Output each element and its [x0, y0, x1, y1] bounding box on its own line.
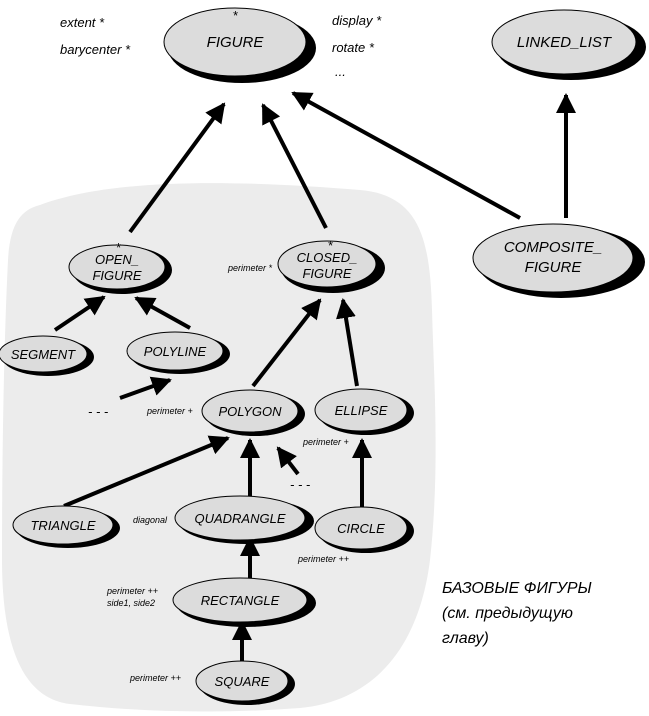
- cluster-caption-line3: главу): [442, 630, 489, 647]
- polyline-label: POLYLINE: [144, 344, 207, 359]
- ellipse-label: ELLIPSE: [335, 403, 388, 418]
- node-open-figure: * OPEN_ FIGURE: [68, 240, 172, 294]
- edges: [53, 91, 576, 664]
- edge-segment-to-open-figure: [53, 295, 106, 332]
- closed-figure-deferred-mark: *: [327, 238, 333, 253]
- closed-figure-line2: FIGURE: [302, 266, 351, 281]
- segment-label: SEGMENT: [11, 347, 76, 362]
- feature-circle-perimeter: perimeter ++: [297, 554, 349, 564]
- feature-quadrangle-diagonal: diagonal: [133, 515, 168, 525]
- feature-ellipse-perimeter: perimeter +: [302, 437, 349, 447]
- node-circle: CIRCLE: [314, 506, 414, 553]
- edge-closed-figure-to-figure: [261, 103, 328, 229]
- open-figure-line2: FIGURE: [92, 268, 141, 283]
- feature-closed-figure-perimeter: perimeter *: [227, 263, 273, 273]
- linked-list-label: LINKED_LIST: [517, 34, 613, 51]
- polygon-label: POLYGON: [218, 404, 282, 419]
- open-figure-line1: OPEN_: [95, 252, 139, 267]
- edge-polyline-dots: [119, 376, 172, 400]
- triangle-label: TRIANGLE: [30, 518, 95, 533]
- polygon-dots: - - -: [290, 477, 311, 492]
- edge-polygon-to-closed-figure: [251, 298, 322, 388]
- edge-polyline-to-open-figure: [134, 296, 191, 330]
- feature-rectangle-sides: side1, side2: [107, 598, 155, 608]
- edge-polygon-dots: [276, 446, 300, 476]
- figure-label: FIGURE: [207, 34, 265, 51]
- feature-barycenter: barycenter *: [60, 42, 131, 57]
- feature-polygon-perimeter: perimeter +: [146, 406, 193, 416]
- cluster-caption-line2: (см. предыдущую: [442, 605, 573, 622]
- composite-figure-line1: COMPOSITE_: [504, 239, 602, 256]
- node-quadrangle: QUADRANGLE: [174, 495, 314, 544]
- rectangle-label: RECTANGLE: [201, 593, 280, 608]
- closed-figure-line1: CLOSED_: [297, 250, 358, 265]
- edge-open-figure-to-figure: [128, 102, 226, 234]
- square-label: SQUARE: [215, 674, 270, 689]
- node-closed-figure: * CLOSED_ FIGURE: [277, 238, 385, 293]
- circle-label: CIRCLE: [337, 521, 385, 536]
- feature-extent: extent *: [60, 15, 105, 30]
- feature-rectangle-perimeter: perimeter ++: [106, 586, 158, 596]
- node-ellipse: ELLIPSE: [314, 388, 414, 435]
- feature-display: display *: [332, 13, 382, 28]
- open-figure-deferred-mark: *: [115, 240, 121, 255]
- node-composite-figure: COMPOSITE_ FIGURE: [472, 223, 645, 298]
- feature-rotate: rotate *: [332, 40, 375, 55]
- node-polygon: POLYGON: [201, 389, 305, 436]
- composite-figure-line2: FIGURE: [525, 259, 583, 276]
- feature-ellipsis: ...: [335, 64, 346, 79]
- polyline-dots: - - -: [88, 404, 109, 419]
- quadrangle-label: QUADRANGLE: [194, 511, 285, 526]
- node-triangle: TRIANGLE: [12, 505, 120, 548]
- edge-composite-to-figure: [291, 91, 521, 220]
- cluster-caption-line1: БАЗОВЫЕ ФИГУРЫ: [442, 580, 592, 597]
- node-linked-list: LINKED_LIST: [491, 9, 646, 80]
- edge-triangle-to-polygon: [63, 435, 230, 508]
- node-segment: SEGMENT: [0, 335, 94, 376]
- figure-deferred-mark: *: [232, 8, 238, 23]
- node-rectangle: RECTANGLE: [172, 577, 316, 627]
- node-figure: * FIGURE: [163, 7, 316, 83]
- node-square: SQUARE: [195, 660, 295, 705]
- feature-square-perimeter: perimeter ++: [129, 673, 181, 683]
- edge-ellipse-to-closed-figure: [336, 298, 359, 387]
- node-polyline: POLYLINE: [126, 331, 230, 374]
